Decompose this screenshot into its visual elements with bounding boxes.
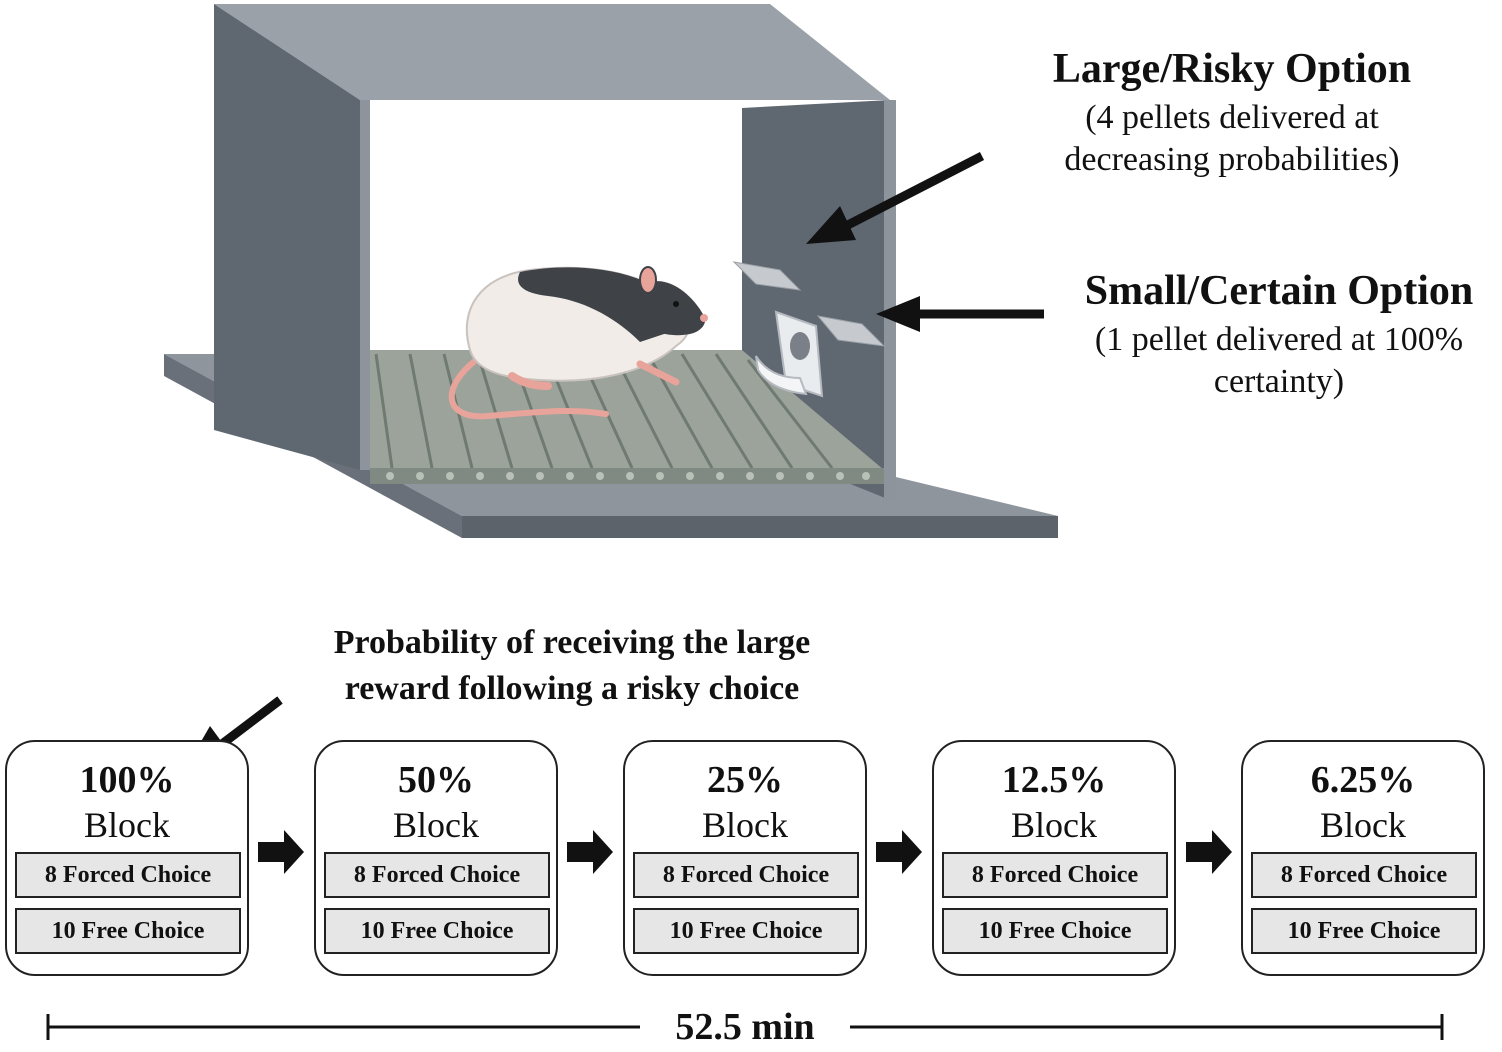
certain-lever [816, 315, 886, 347]
large-risky-option-desc-line2: decreasing probabilities) [1064, 141, 1400, 178]
forced-choice-trials: 8 Forced Choice [633, 852, 859, 898]
rat-tail [448, 357, 609, 420]
large-risky-option-title: Large/Risky Option [1052, 46, 1412, 92]
probability-label-line1: Probability of receiving the large [333, 624, 811, 661]
rat-front-paw [636, 360, 680, 386]
food-cup [755, 310, 824, 398]
free-choice-trials: 10 Free Choice [1251, 908, 1477, 954]
grid-floor [370, 350, 884, 470]
large-risky-option-desc-line1: (4 pellets delivered at [1085, 99, 1379, 136]
rat-hind-paw [508, 372, 552, 390]
block-label: Block [393, 805, 479, 845]
free-choice-trials: 10 Free Choice [633, 908, 859, 954]
session-duration: 52.5 min [640, 1002, 850, 1052]
forced-choice-trials: 8 Forced Choice [15, 852, 241, 898]
chamber-right-post [884, 100, 896, 500]
chamber-base-edge [462, 516, 1058, 538]
small-certain-option-desc-line2: certainty) [1213, 363, 1345, 400]
rat-nose [700, 314, 708, 322]
risky-lever [732, 261, 802, 291]
block-50: 50% Block 8 Forced Choice 10 Free Choice [314, 740, 558, 976]
block-percentage: 12.5% [1001, 759, 1107, 801]
block-25: 25% Block 8 Forced Choice 10 Free Choice [623, 740, 867, 976]
rat-head [638, 281, 706, 336]
arrow-to-certain-lever [876, 296, 1044, 332]
probability-label-line2: reward following a risky choice [344, 670, 800, 707]
block-100: 100% Block 8 Forced Choice 10 Free Choic… [5, 740, 249, 976]
chamber-left-wall [214, 4, 360, 470]
forced-choice-trials: 8 Forced Choice [942, 852, 1168, 898]
small-certain-option-desc-line1: (1 pellet delivered at 100% [1094, 321, 1464, 358]
block-label: Block [1011, 805, 1097, 845]
free-choice-trials: 10 Free Choice [15, 908, 241, 954]
block-arrow-4 [1186, 830, 1232, 874]
block-12-5: 12.5% Block 8 Forced Choice 10 Free Choi… [932, 740, 1176, 976]
block-arrow-2 [567, 830, 613, 874]
chamber-ceiling [214, 4, 890, 100]
free-choice-trials: 10 Free Choice [324, 908, 550, 954]
block-percentage: 6.25% [1310, 759, 1416, 801]
block-arrow-3 [876, 830, 922, 874]
rat-ear [639, 266, 657, 294]
block-label: Block [84, 805, 170, 845]
block-arrow-1 [258, 830, 304, 874]
block-percentage: 50% [398, 759, 474, 801]
grid-rail-dots [386, 472, 870, 480]
block-label: Block [1320, 805, 1406, 845]
small-certain-option-title: Small/Certain Option [1084, 268, 1474, 314]
block-percentage: 100% [79, 759, 175, 801]
block-label: Block [702, 805, 788, 845]
rat-eye [673, 301, 679, 307]
rat [448, 266, 708, 420]
forced-choice-trials: 8 Forced Choice [324, 852, 550, 898]
free-choice-trials: 10 Free Choice [942, 908, 1168, 954]
chamber-left-post [360, 100, 370, 470]
block-6-25: 6.25% Block 8 Forced Choice 10 Free Choi… [1241, 740, 1485, 976]
forced-choice-trials: 8 Forced Choice [1251, 852, 1477, 898]
block-percentage: 25% [707, 759, 783, 801]
arrow-to-risky-lever [806, 151, 985, 244]
